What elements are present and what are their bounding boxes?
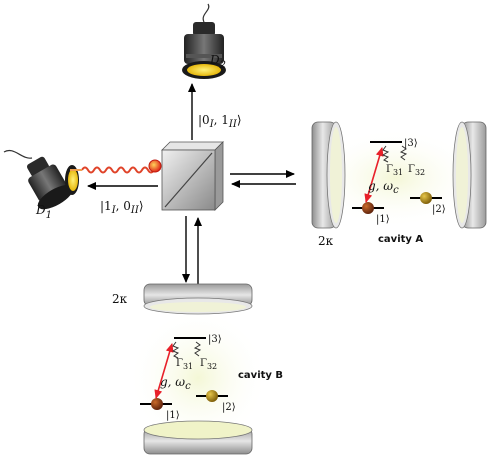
- cavity-b-gamma32: Γ32: [200, 358, 217, 371]
- photon-source: [148, 159, 162, 173]
- detector-d2-lens: [187, 64, 221, 76]
- detector-d2-label: D2: [209, 53, 226, 71]
- cavity-b-coupling-label: g, ωc: [160, 375, 191, 392]
- detector-d2: D2: [182, 3, 226, 79]
- state-label-left: |1I, 0II⟩: [100, 199, 144, 216]
- cavity-b-atom-ground: [151, 398, 163, 410]
- detector-d1-label: D1: [35, 203, 52, 221]
- cavity-a-coupling-label: g, ωc: [368, 179, 399, 196]
- detector-d1-lens: [68, 169, 78, 191]
- cavity-a-mode: [310, 128, 480, 228]
- cavity-a-left-mirror: [311, 121, 346, 229]
- cavity-a: 2κ cavity A |3⟩ |1⟩ |2⟩ Γ31 Γ32 g, ωc: [310, 121, 487, 248]
- detector-d1-cable: [3, 150, 33, 159]
- detector-d2-cap: [193, 22, 215, 36]
- photon-wave: [81, 166, 161, 174]
- cavity-b-bottom-mirror: [143, 420, 253, 455]
- cavity-a-gamma32: Γ32: [408, 164, 425, 177]
- cavity-a-level-3-label: |3⟩: [404, 138, 418, 149]
- cavity-a-level-1-label: |1⟩: [376, 214, 390, 225]
- cavity-a-level-2-label: |2⟩: [432, 204, 446, 215]
- cavity-b-label: cavity B: [238, 370, 283, 381]
- cavity-a-right-mirror: [452, 121, 487, 229]
- cavity-a-atom-other: [420, 192, 432, 204]
- state-label-up: |0I, 1II⟩: [198, 113, 242, 130]
- cavity-b-level-1-label: |1⟩: [166, 410, 180, 421]
- cavity-a-decay-31: [381, 145, 390, 163]
- cavity-b-atom-other: [206, 390, 218, 402]
- cavity-b-top-mirror: [143, 283, 253, 315]
- cavity-b-decay-32: [193, 341, 202, 357]
- beam-splitter-diagonal: [164, 152, 213, 208]
- cavity-a-gamma31: Γ31: [386, 164, 403, 177]
- cavity-b-decay-label: 2κ: [112, 292, 128, 306]
- cavity-a-coupling-arrow: [364, 147, 384, 203]
- beam-splitter: [161, 141, 224, 211]
- cavity-a-decay-label: 2κ: [318, 234, 334, 248]
- detector-d2-cable: [202, 3, 210, 23]
- detector-d1: D1: [3, 150, 79, 221]
- cavity-b-level-3-label: |3⟩: [208, 334, 222, 345]
- cavity-a-label: cavity A: [378, 234, 423, 245]
- cavity-a-atom-ground: [362, 202, 374, 214]
- cavity-b: 2κ cavity B |3⟩ |1⟩ |2⟩ Γ31 Γ32 g, ωc: [112, 283, 283, 455]
- cavity-b-level-2-label: |2⟩: [222, 402, 236, 413]
- cavity-b-decay-31: [171, 341, 180, 359]
- cavity-b-mode: [128, 308, 268, 448]
- cavity-b-gamma31: Γ31: [176, 358, 193, 371]
- cavity-a-decay-32: [399, 145, 408, 161]
- cavity-b-coupling-arrow: [154, 343, 174, 399]
- photon-wavepacket: [70, 159, 162, 174]
